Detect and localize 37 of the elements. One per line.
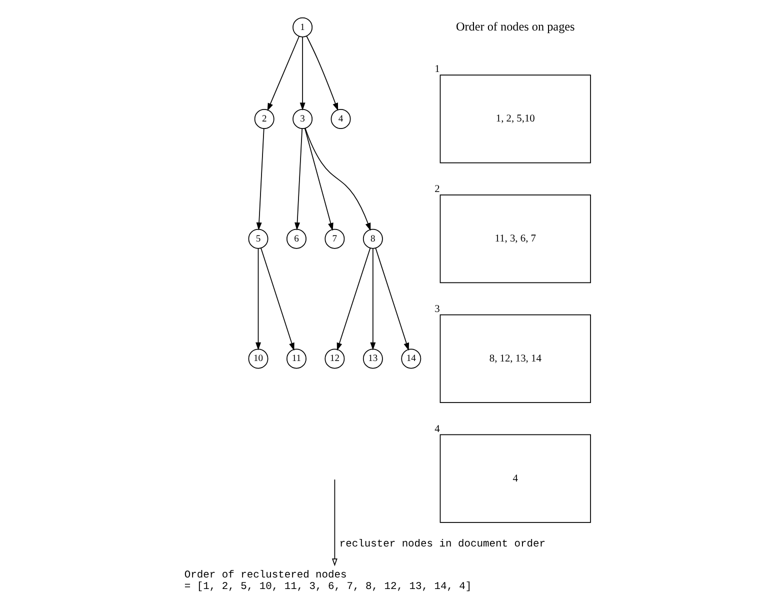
arrow xyxy=(370,248,376,350)
arrow xyxy=(336,248,370,351)
node-circle: 8 xyxy=(362,228,382,249)
arrow xyxy=(260,248,294,351)
edge-label: recluster nodes in document order xyxy=(338,538,545,550)
node-circle: 3 xyxy=(292,108,312,129)
arrow xyxy=(299,36,305,111)
node-circle: 14 xyxy=(400,348,421,369)
node-circle: 10 xyxy=(248,348,268,369)
node-label: 4 xyxy=(434,424,440,435)
arrow xyxy=(304,128,333,231)
arrow xyxy=(255,248,260,350)
arrow xyxy=(294,128,302,230)
node-box: 1, 2, 5,10 xyxy=(439,74,590,164)
node-circle: 12 xyxy=(324,348,344,369)
node-circle: 2 xyxy=(254,108,274,129)
node-circle: 6 xyxy=(286,228,306,249)
label: Order of nodes on pages xyxy=(455,20,574,34)
node-box: 4 xyxy=(439,434,590,523)
arrow xyxy=(304,128,370,231)
node-circle: 1 xyxy=(292,17,312,38)
node-box: 11, 3, 6, 7 xyxy=(439,194,590,284)
node-circle: 4 xyxy=(330,108,350,129)
arrow xyxy=(256,128,264,230)
node-label: 3 xyxy=(434,304,440,315)
arrow xyxy=(331,479,337,566)
node-circle: 7 xyxy=(324,228,344,249)
node-circle: 13 xyxy=(362,348,382,369)
node-circle: 11 xyxy=(286,348,306,369)
arrow xyxy=(306,36,338,111)
node-label: 2 xyxy=(434,184,440,196)
arrow xyxy=(374,248,409,351)
node-label: 1 xyxy=(434,64,440,76)
arrow xyxy=(266,36,299,112)
node-text: Order of reclustered nodes = [1, 2, 5, 10, 11, 3, 6, 7, 8, 12, 13, 14, 4] xyxy=(184,570,472,594)
node-box: 8, 12, 13, 14 xyxy=(439,314,590,404)
node-circle: 5 xyxy=(248,228,268,249)
